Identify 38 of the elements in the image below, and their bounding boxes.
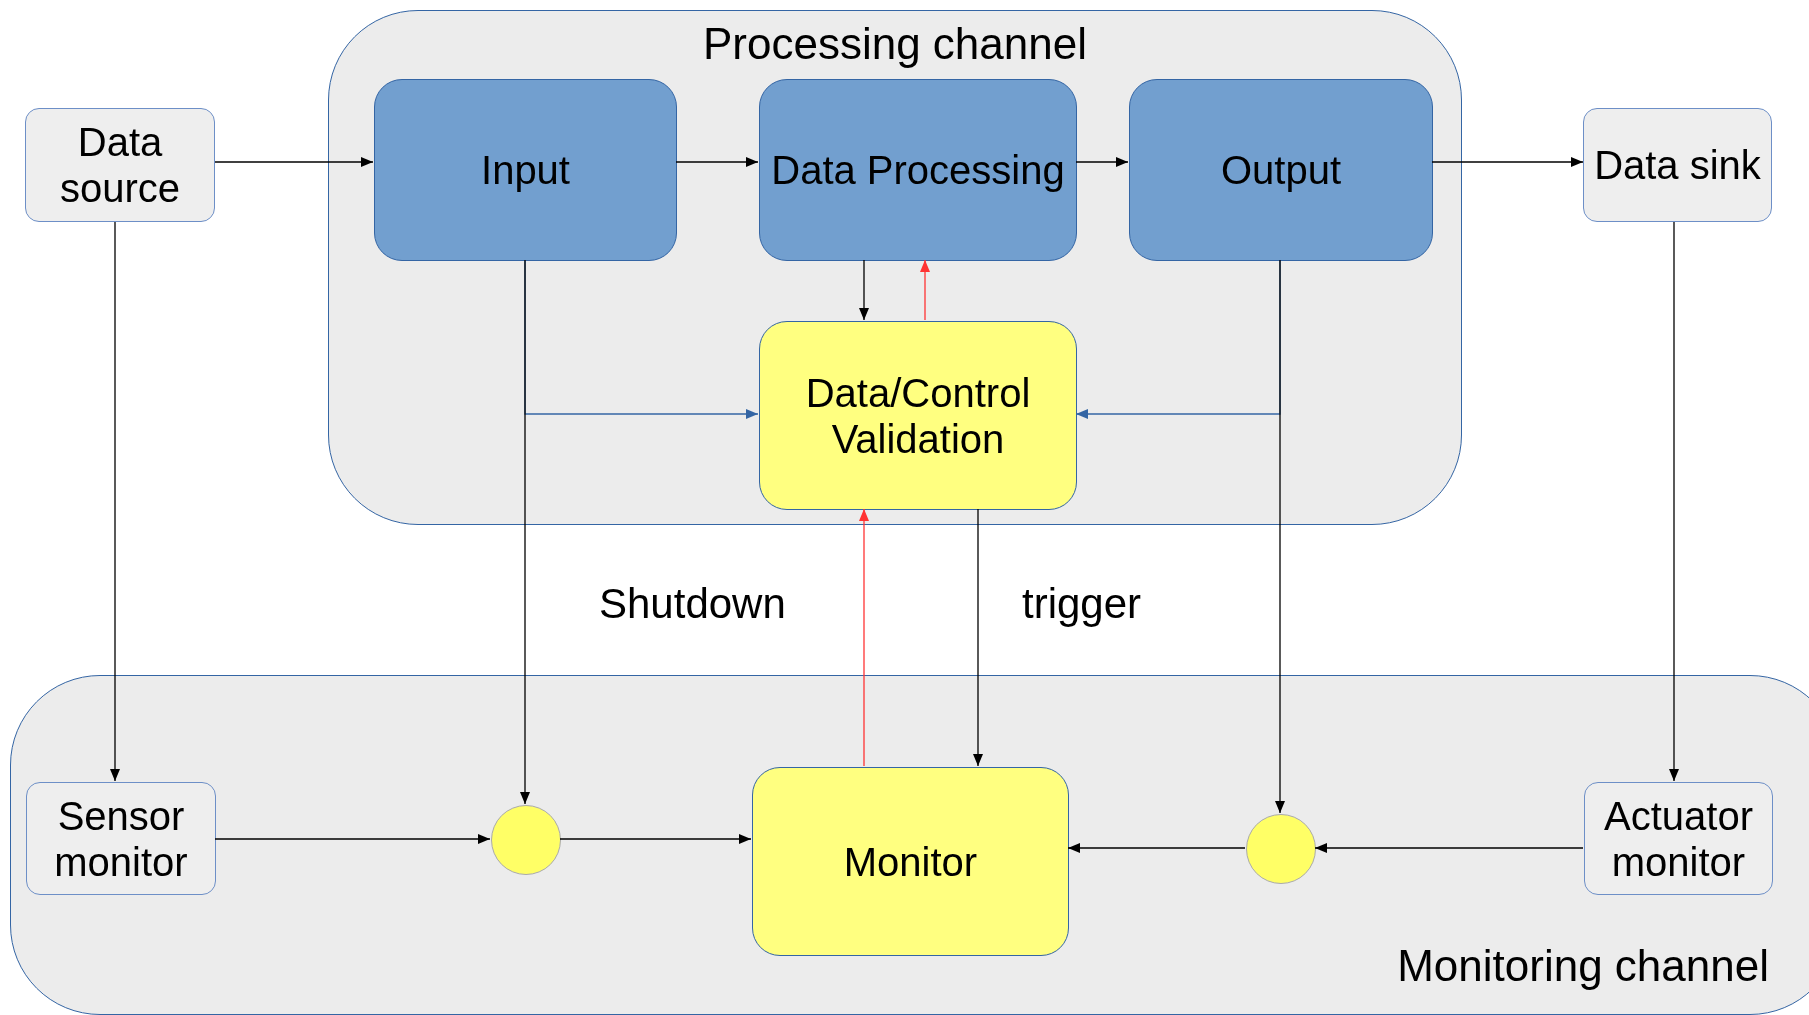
process-box <box>752 767 1069 956</box>
arrow <box>859 259 869 321</box>
arrow <box>559 834 752 844</box>
node-label: Input <box>481 147 570 193</box>
arrow <box>1275 259 1285 814</box>
channel-title: Monitoring channel <box>1397 941 1769 992</box>
arrow <box>1075 157 1129 167</box>
channel-panel <box>10 675 1809 1015</box>
node-label: Output <box>1220 147 1342 193</box>
process-box <box>1129 79 1433 261</box>
node-label: Sensor monitor <box>53 792 189 885</box>
channel-title: Processing channel <box>703 19 1087 70</box>
arrow <box>1067 843 1246 853</box>
arrow <box>973 508 983 767</box>
process-box <box>759 79 1077 261</box>
arrow <box>1431 157 1584 167</box>
node-label: Monitor <box>843 838 978 885</box>
block-box <box>1583 108 1772 222</box>
node-label: Data sink <box>1594 142 1761 188</box>
process-box <box>759 321 1077 510</box>
arrow <box>1669 221 1679 782</box>
node-label: Actuator monitor <box>1603 792 1754 885</box>
process-box <box>374 79 677 261</box>
arrow <box>110 221 120 782</box>
block-box <box>26 782 216 895</box>
arrow <box>1314 843 1584 853</box>
block-box <box>25 108 215 222</box>
arrow <box>214 157 374 167</box>
arrow <box>859 508 869 767</box>
arrow <box>675 157 759 167</box>
node-label: Data source <box>58 119 182 211</box>
channel-panel <box>328 10 1462 525</box>
arrow <box>920 259 930 321</box>
node-label: Data Processing <box>771 147 1065 193</box>
arrow <box>214 834 491 844</box>
block-box <box>1584 782 1773 895</box>
node-label: Data/Control Validation <box>804 369 1032 462</box>
arrow <box>520 259 530 805</box>
